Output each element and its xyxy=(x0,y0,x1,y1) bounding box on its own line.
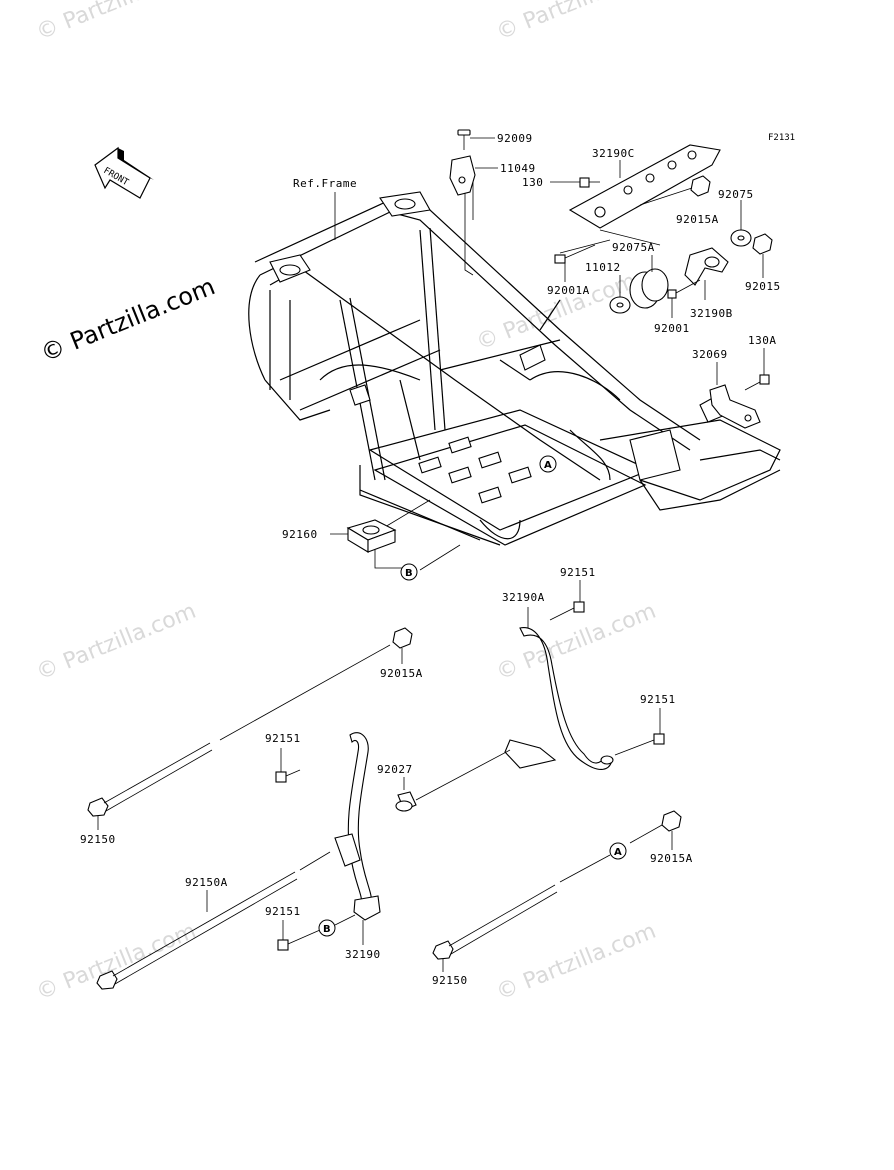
main-watermark: © Partzilla.com xyxy=(37,272,219,367)
watermark: © Partzilla.com xyxy=(493,0,660,46)
bracket-32190 xyxy=(334,732,381,945)
callout-a-label: A xyxy=(614,847,622,858)
callout-a-bottom: A xyxy=(609,842,627,860)
part-92151-c: 92151 xyxy=(265,732,301,745)
part-92027: 92027 xyxy=(377,763,413,776)
part-92150-right: 92150 xyxy=(432,974,468,987)
part-92015: 92015 xyxy=(745,280,781,293)
part-11049: 11049 xyxy=(500,162,536,175)
pad-92160 xyxy=(330,519,397,553)
part-32190C: 32190C xyxy=(592,147,635,160)
washer-92075 xyxy=(730,200,752,247)
part-130A: 130A xyxy=(748,334,777,347)
part-92151-d: 92151 xyxy=(265,905,301,918)
bolt-92150-left xyxy=(87,742,213,830)
front-arrow-icon: FRONT xyxy=(94,146,154,199)
part-92150A: 92150A xyxy=(185,876,228,889)
damper-92075A xyxy=(629,255,669,309)
part-32190: 32190 xyxy=(345,948,381,961)
part-92151-b: 92151 xyxy=(640,693,676,706)
watermark: © Partzilla.com xyxy=(493,919,660,1006)
part-32190A: 32190A xyxy=(502,591,545,604)
nut-92015A-top xyxy=(639,175,711,206)
part-32069: 32069 xyxy=(692,348,728,361)
part-92001: 92001 xyxy=(654,322,690,335)
nut-92015 xyxy=(752,233,773,278)
bolt-130 xyxy=(550,177,600,188)
bolt-130A xyxy=(744,348,770,391)
part-92015A-mid: 92015A xyxy=(380,667,423,680)
bolt-92151-b xyxy=(614,708,665,756)
part-130: 130 xyxy=(522,176,543,189)
callout-a-label: A xyxy=(544,460,552,471)
nut-92015A-mid xyxy=(219,627,413,741)
bolt-92001 xyxy=(667,279,701,318)
ref-frame-label: Ref.Frame xyxy=(293,177,357,190)
bracket-11049 xyxy=(449,155,498,196)
part-92150-left: 92150 xyxy=(80,833,116,846)
bracket-32190B xyxy=(684,247,729,300)
bolt-92009 xyxy=(457,129,495,150)
nut-92015A-low xyxy=(629,810,682,850)
part-92001A: 92001A xyxy=(547,284,590,297)
part-11012: 11012 xyxy=(585,261,621,274)
diagram-code: F2131 xyxy=(768,133,795,143)
atv-frame xyxy=(248,191,781,546)
part-92015A-top: 92015A xyxy=(676,213,719,226)
bolt-92150-right xyxy=(432,854,611,972)
bolt-92151-a xyxy=(549,580,585,621)
bolt-92150A xyxy=(96,851,331,990)
part-92075: 92075 xyxy=(718,188,754,201)
bolt-92151-c xyxy=(275,748,301,783)
part-92009: 92009 xyxy=(497,132,533,145)
bracket-32190A xyxy=(504,607,614,770)
watermark: © Partzilla.com xyxy=(33,919,200,1006)
part-92075A: 92075A xyxy=(612,241,655,254)
callout-b-label: B xyxy=(405,568,413,579)
callout-b-label: B xyxy=(323,924,331,935)
plate-32190C xyxy=(568,144,721,229)
washer-11012 xyxy=(609,275,631,314)
watermark: © Partzilla.com xyxy=(33,0,200,46)
callout-b-frame: B xyxy=(400,563,418,581)
watermark: © Partzilla.com xyxy=(33,599,200,686)
bolt-92151-d xyxy=(277,920,321,951)
collar-92027 xyxy=(395,749,511,812)
bolt-92001A xyxy=(554,244,596,282)
callout-b-bottom: B xyxy=(318,914,356,937)
part-92151-a: 92151 xyxy=(560,566,596,579)
callout-a-frame: A xyxy=(539,455,557,473)
part-92160: 92160 xyxy=(282,528,318,541)
part-92015A-low: 92015A xyxy=(650,852,693,865)
bracket-32069 xyxy=(709,362,761,429)
part-32190B: 32190B xyxy=(690,307,733,320)
